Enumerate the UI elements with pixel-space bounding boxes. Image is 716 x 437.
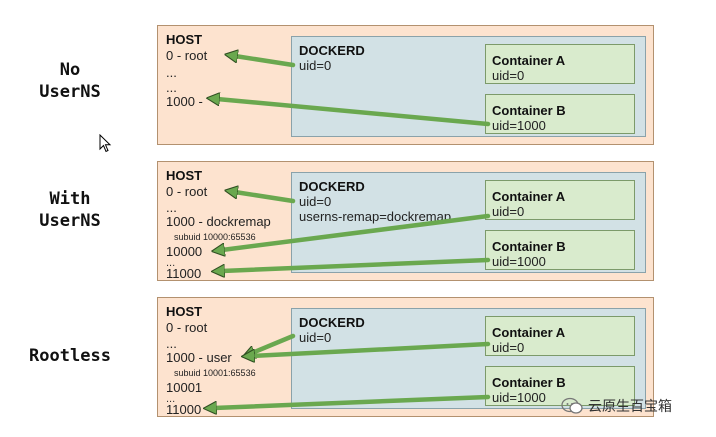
container-b-title: Container B [492, 375, 566, 390]
host-line-10001: 10001 [166, 380, 203, 395]
container-a-uid: uid=0 [492, 340, 525, 355]
arrow-container-b-to-11000 [222, 257, 491, 271]
dockerd-box: DOCKERD uid=0 userns-remap=dockremap Con… [291, 172, 646, 273]
host-line-root: 0 - root [166, 48, 208, 63]
container-a: Container A uid=0 [485, 180, 635, 220]
arrow-dockerd-to-user [252, 333, 296, 353]
panel-rootless: HOST 0 - root ... 1000 - user subuid 100… [157, 297, 654, 417]
container-b-uid: uid=1000 [492, 390, 546, 405]
container-a-title: Container A [492, 189, 566, 204]
host-line-ellipsis: ... [166, 80, 177, 95]
host-line-root: 0 - root [166, 320, 208, 335]
arrow-dockerd-to-root [235, 192, 296, 204]
mouse-cursor-icon [99, 134, 112, 153]
dockerd-title: DOCKERD [299, 315, 365, 330]
host-line-10000: 10000 [166, 244, 203, 259]
host-line-user: 1000 - user [166, 350, 232, 365]
container-a-uid: uid=0 [492, 68, 525, 83]
host-line-dockremap: 1000 - dockremap [166, 214, 271, 229]
dockerd-title: DOCKERD [299, 179, 365, 194]
host-line-ellipsis: ... [166, 65, 177, 80]
wechat-icon [561, 397, 583, 414]
arrow-container-a-to-10000 [222, 213, 491, 250]
dockerd-userns-remap: userns-remap=dockremap [299, 209, 452, 224]
host-line-1000: 1000 - [166, 94, 203, 109]
panel-with-userns: HOST 0 - root ... 1000 - dockremap subui… [157, 161, 654, 281]
host-title: HOST [166, 304, 203, 319]
host-line-ellipsis: ... [166, 393, 176, 405]
host-line-11000: 11000 [166, 402, 202, 417]
dockerd-uid: uid=0 [299, 330, 332, 345]
dockerd-box: DOCKERD uid=0 Container A uid=0 Containe… [291, 308, 646, 409]
container-a: Container A uid=0 [485, 316, 635, 356]
container-a-title: Container A [492, 53, 566, 68]
container-b: Container B uid=1000 [485, 366, 635, 406]
watermark: 云原生百宝箱 [560, 396, 672, 416]
arrow-container-a-to-user [252, 341, 491, 356]
host-title: HOST [166, 32, 203, 47]
container-b-uid: uid=1000 [492, 254, 546, 269]
container-b: Container B uid=1000 [485, 94, 635, 134]
container-b-uid: uid=1000 [492, 118, 546, 133]
host-subuid: subuid 10000:65536 [174, 232, 256, 242]
arrow-container-b-to-11000 [214, 394, 491, 408]
container-b-title: Container B [492, 103, 566, 118]
watermark-text: 云原生百宝箱 [588, 398, 672, 414]
container-a-uid: uid=0 [492, 204, 525, 219]
container-b-title: Container B [492, 239, 566, 254]
mode-label-with-userns: With UserNS [39, 189, 101, 231]
host-title: HOST [166, 168, 203, 183]
arrow-dockerd-to-root [235, 56, 296, 68]
dockerd-uid: uid=0 [299, 194, 332, 209]
host-subuid: subuid 10001:65536 [174, 368, 256, 378]
mode-label-no-userns: No UserNS [39, 60, 101, 102]
arrow-container-b-to-1000 [217, 99, 491, 127]
host-line-root: 0 - root [166, 184, 208, 199]
host-line-ellipsis: ... [166, 257, 176, 269]
dockerd-uid: uid=0 [299, 58, 332, 73]
container-b: Container B uid=1000 [485, 230, 635, 270]
host-line-11000: 11000 [166, 266, 202, 281]
container-a-title: Container A [492, 325, 566, 340]
container-a: Container A uid=0 [485, 44, 635, 84]
host-line-ellipsis: ... [166, 336, 177, 351]
dockerd-title: DOCKERD [299, 43, 365, 58]
mode-label-rootless: Rootless [29, 346, 111, 366]
host-line-ellipsis: ... [166, 200, 177, 215]
